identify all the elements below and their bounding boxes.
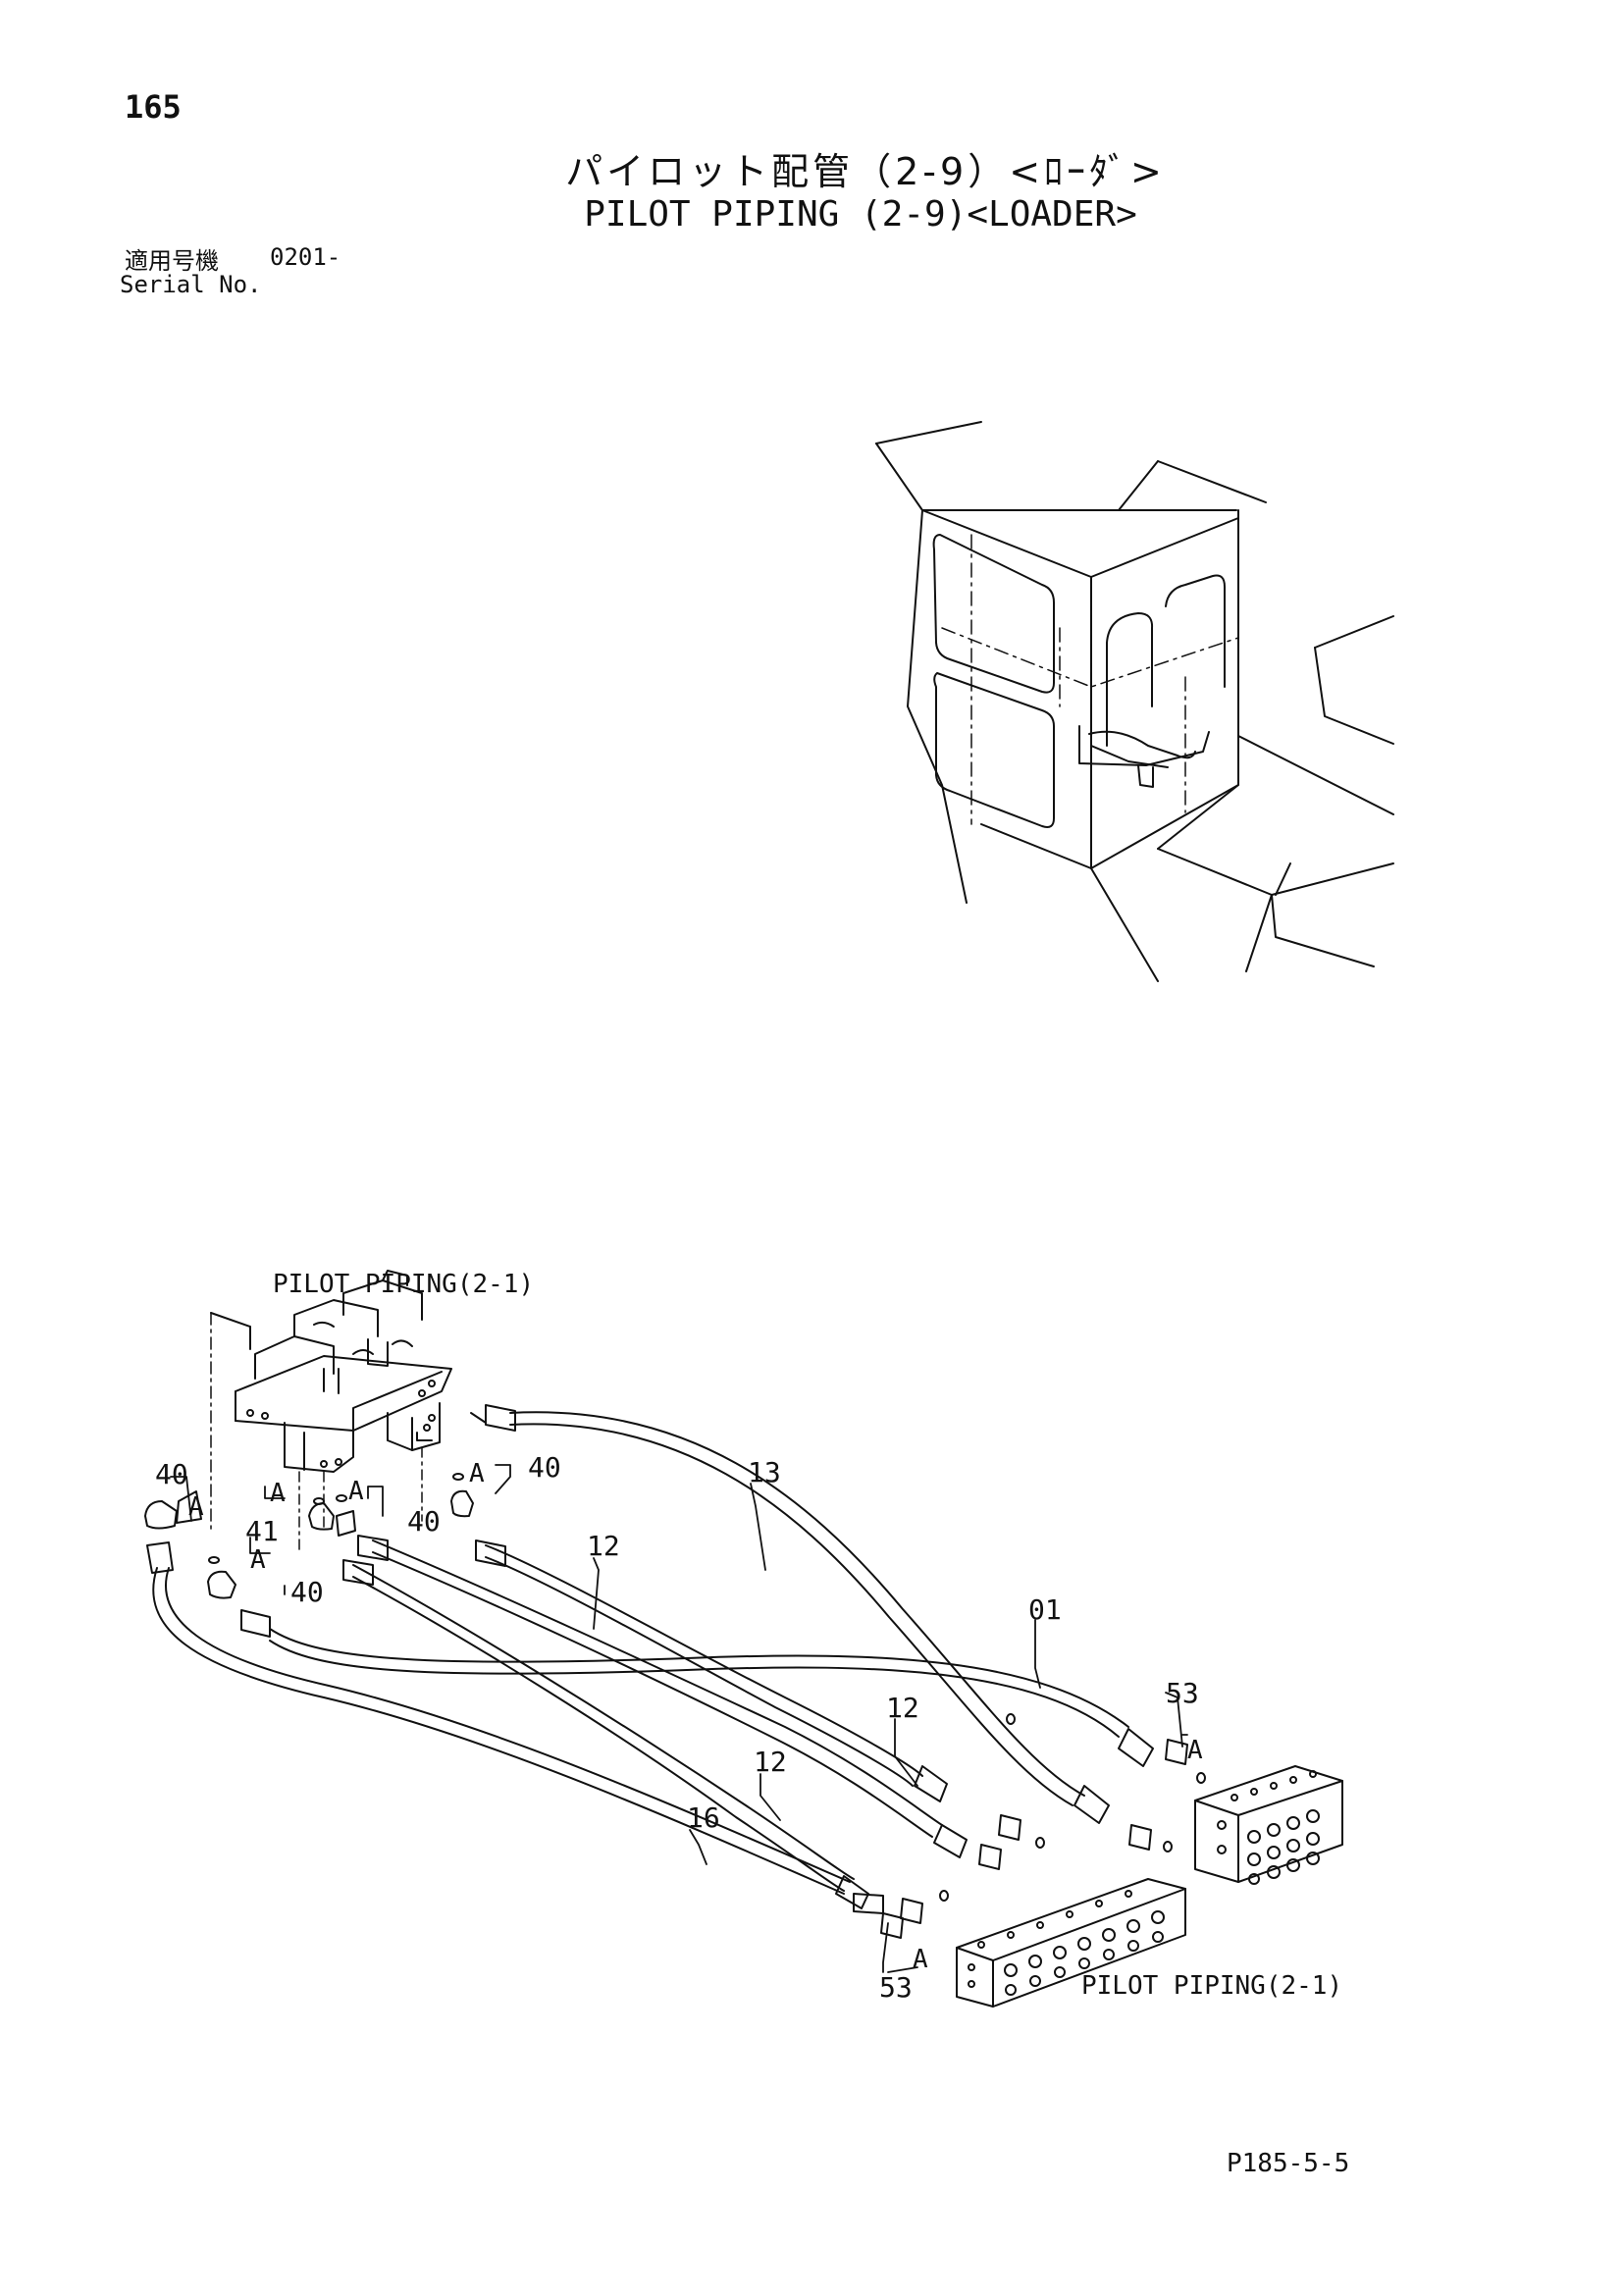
hose-16 — [152, 1567, 851, 1895]
manifold-block-right — [1194, 1765, 1343, 1885]
document-code: P185-5-5 — [1227, 2149, 1350, 2178]
detail-marker-a: A — [270, 1479, 286, 1508]
detail-marker-a: A — [913, 1945, 928, 1974]
hose-fittings — [144, 1489, 1188, 1939]
serial-number-value: 0201- — [270, 243, 341, 271]
callout-41: 41 — [245, 1515, 279, 1547]
pilot-valve-assembly — [210, 1270, 487, 1551]
leader-lines — [170, 1464, 1188, 1973]
callout-12: 12 — [886, 1692, 919, 1724]
hose-13 — [485, 1404, 1085, 1806]
hose-01 — [269, 1628, 1129, 1738]
detail-marker-a: A — [188, 1492, 204, 1522]
hose-12-middle — [372, 1539, 943, 1838]
serial-label-english: Serial No. — [120, 271, 262, 298]
callout-40: 40 — [155, 1458, 188, 1490]
page-number: 165 — [125, 88, 182, 126]
callout-12: 12 — [754, 1746, 787, 1778]
callout-40: 40 — [528, 1451, 561, 1484]
callout-01: 01 — [1028, 1593, 1062, 1626]
detail-marker-a: A — [348, 1477, 364, 1506]
callout-53: 53 — [879, 1971, 913, 2004]
page-title-english: PILOT PIPING (2-9)<LOADER> — [584, 194, 1137, 235]
serial-label-japanese: 適用号機 — [125, 247, 219, 275]
detail-marker-a: A — [250, 1545, 266, 1575]
callout-40: 40 — [290, 1576, 324, 1608]
ref-label-bottom: PILOT PIPING(2-1) — [1081, 1971, 1342, 2001]
detail-marker-a: A — [1187, 1736, 1203, 1765]
callout-13: 13 — [748, 1456, 781, 1488]
callout-labels: PILOT PIPING(2-1) PILOT PIPING(2-1) 40 4… — [155, 1270, 1342, 2004]
machine-cab-sketch — [875, 421, 1394, 982]
o-ring-markers-upper — [208, 1473, 1206, 1902]
callout-53: 53 — [1166, 1677, 1199, 1709]
ref-label-top: PILOT PIPING(2-1) — [273, 1270, 534, 1299]
callout-12: 12 — [587, 1530, 620, 1562]
manifold-block-lower — [956, 1878, 1186, 2008]
detail-marker-a: A — [469, 1459, 485, 1488]
page-title-japanese: パイロット配管（2-9）<ﾛｰﾀﾞ> — [565, 150, 1166, 193]
hose-12-lower — [352, 1564, 855, 1892]
callout-40: 40 — [407, 1505, 441, 1538]
callout-16: 16 — [687, 1801, 720, 1834]
